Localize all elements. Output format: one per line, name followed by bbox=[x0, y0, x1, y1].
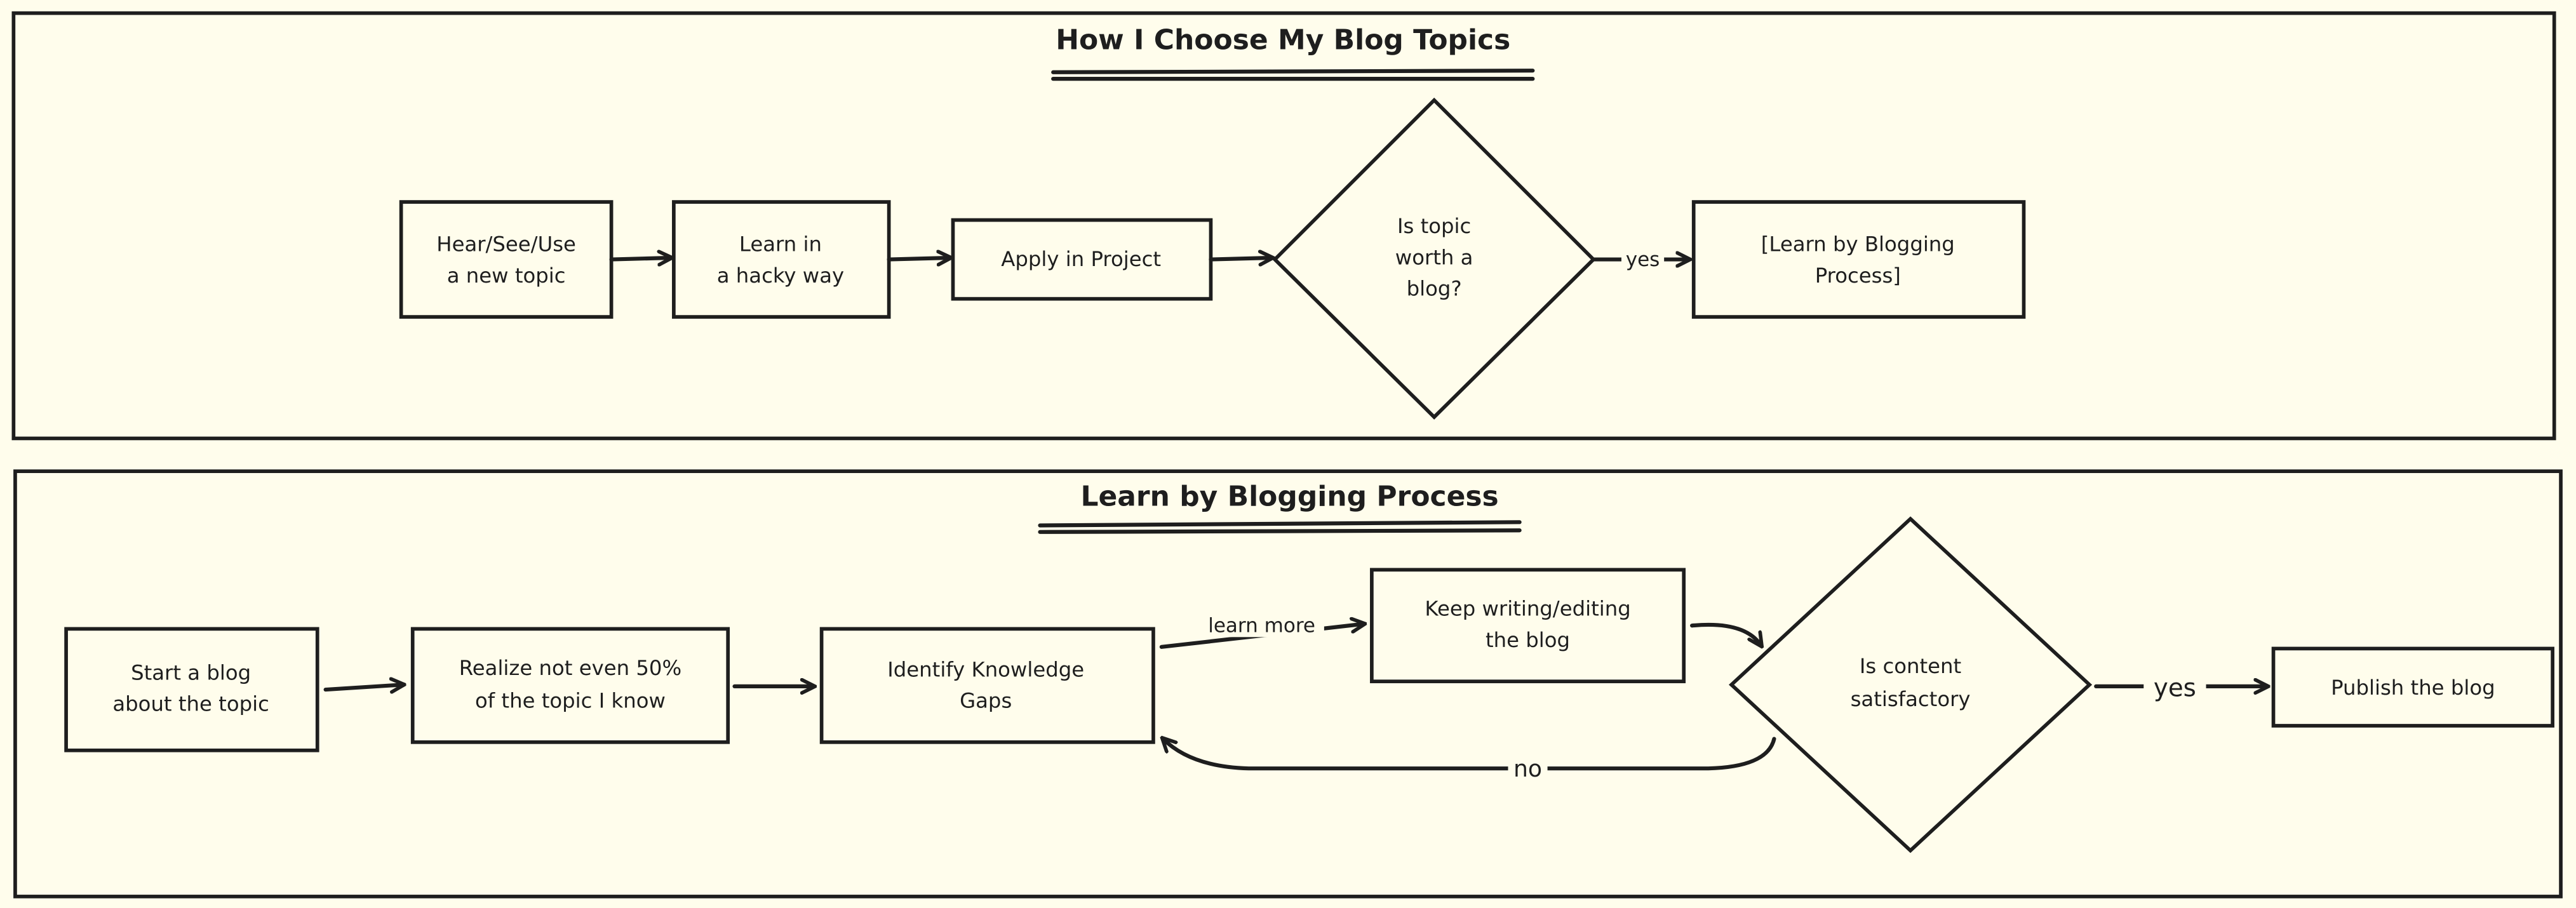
svg-text:[Learn by Blogging: [Learn by Blogging bbox=[1761, 232, 1955, 257]
frame2-title: Learn by Blogging Process bbox=[1080, 480, 1498, 512]
frame1-title: How I Choose My Blog Topics bbox=[1056, 24, 1510, 57]
svg-text:a hacky way: a hacky way bbox=[717, 264, 844, 288]
svg-text:a new topic: a new topic bbox=[447, 264, 566, 288]
node-start-blog[interactable]: Start a blog about the topic bbox=[64, 627, 319, 752]
svg-text:of the topic I know: of the topic I know bbox=[475, 689, 666, 713]
svg-text:Learn in: Learn in bbox=[739, 232, 822, 257]
svg-text:about the topic: about the topic bbox=[112, 692, 269, 716]
node-hear-see-use[interactable]: Hear/See/Use a new topic bbox=[399, 200, 614, 319]
svg-text:worth a: worth a bbox=[1395, 245, 1473, 269]
svg-text:blog?: blog? bbox=[1407, 276, 1462, 300]
edge-label-no: no bbox=[1513, 755, 1542, 782]
arrow-no bbox=[1163, 739, 1776, 771]
arrow bbox=[887, 258, 950, 260]
svg-text:Keep writing/editing: Keep writing/editing bbox=[1425, 597, 1630, 621]
svg-text:Is content: Is content bbox=[1860, 654, 1961, 678]
frame-learn-by-blogging: Learn by Blogging Process Start a blog a… bbox=[13, 469, 2563, 898]
node-realize-gap[interactable]: Realize not even 50% of the topic I know bbox=[410, 627, 730, 744]
svg-text:Hear/See/Use: Hear/See/Use bbox=[436, 232, 576, 257]
title-underline bbox=[1051, 69, 1535, 74]
node-learn-by-blogging-ref[interactable]: [Learn by Blogging Process] bbox=[1691, 200, 2026, 319]
node-keep-writing[interactable]: Keep writing/editing the blog bbox=[1370, 568, 1686, 683]
svg-text:Identify Knowledge: Identify Knowledge bbox=[887, 657, 1084, 681]
node-publish-blog[interactable]: Publish the blog bbox=[2271, 646, 2554, 728]
node-learn-hacky[interactable]: Learn in a hacky way bbox=[672, 200, 891, 319]
frame-choose-topics: How I Choose My Blog Topics Hear/See/Use… bbox=[11, 11, 2556, 441]
svg-text:Realize not even 50%: Realize not even 50% bbox=[459, 656, 681, 680]
arrow bbox=[1209, 258, 1271, 260]
svg-text:satisfactory: satisfactory bbox=[1851, 687, 1971, 711]
svg-text:Publish the blog: Publish the blog bbox=[2331, 676, 2495, 700]
decision-topic-worth-blog[interactable]: Is topic worth a blog? bbox=[1272, 97, 1597, 420]
decision-content-satisfactory[interactable]: Is content satisfactory bbox=[1729, 516, 2093, 853]
svg-text:Is topic: Is topic bbox=[1397, 214, 1471, 238]
svg-text:Gaps: Gaps bbox=[960, 689, 1012, 713]
svg-text:the blog: the blog bbox=[1486, 628, 1570, 652]
title-underline bbox=[1038, 520, 1522, 528]
edge-label-learn-more: learn more bbox=[1208, 615, 1315, 638]
svg-text:Process]: Process] bbox=[1815, 264, 1901, 288]
arrow bbox=[1690, 622, 1761, 645]
svg-text:Start a blog: Start a blog bbox=[131, 661, 251, 685]
svg-text:Apply in Project: Apply in Project bbox=[1001, 247, 1161, 271]
arrow bbox=[323, 684, 403, 690]
node-apply-project[interactable]: Apply in Project bbox=[951, 218, 1213, 301]
arrow bbox=[609, 258, 671, 260]
edge-label-yes: yes bbox=[2154, 674, 2196, 702]
title-underline bbox=[1038, 528, 1522, 534]
node-identify-gaps[interactable]: Identify Knowledge Gaps bbox=[819, 627, 1155, 744]
edge-label-yes: yes bbox=[1626, 248, 1660, 271]
